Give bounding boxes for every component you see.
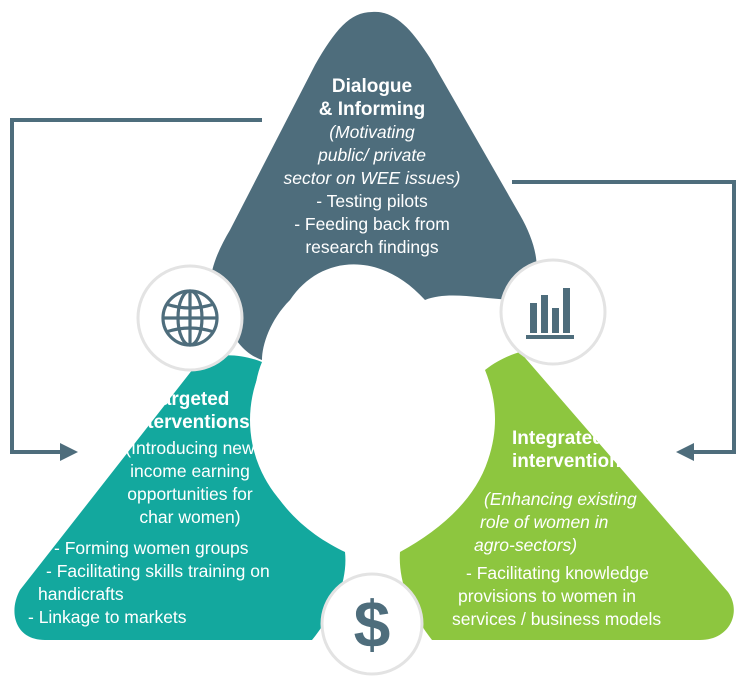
top-text-block: Dialogue & Informing (Motivating public/… <box>250 75 494 259</box>
dollar-icon: $ <box>320 572 424 676</box>
left-bullet-1: - Forming women groups <box>54 538 249 558</box>
left-lobe <box>14 355 346 640</box>
center-circle <box>250 298 494 542</box>
left-connector-arrow <box>10 118 262 461</box>
top-title-line-1: Dialogue <box>331 76 413 97</box>
left-bullets-block: - Forming women groups - Facilitating sk… <box>28 537 298 629</box>
globe-icon <box>136 264 244 372</box>
right-lobe <box>399 352 734 640</box>
right-italic-line-2: role of women in <box>480 512 609 532</box>
left-body-line-2: income earning <box>130 461 250 481</box>
right-bullet-1: - Facilitating knowledge <box>466 563 649 583</box>
left-bullet-2: - Facilitating skills training on <box>46 561 270 581</box>
right-title-line-1: Integrated <box>512 428 604 449</box>
bar-chart-icon <box>499 258 607 366</box>
right-bullet-2: provisions to women in <box>458 586 636 606</box>
right-bullets-block: - Facilitating knowledge provisions to w… <box>452 562 692 631</box>
right-bullet-3: services / business models <box>452 609 662 629</box>
left-title-line-2: interventions <box>130 412 250 433</box>
right-italic-line-1: (Enhancing existing <box>484 489 637 509</box>
left-title-block: Targeted interventions <box>110 388 270 434</box>
top-title-line-2: & Informing <box>318 99 426 120</box>
right-title-block: Integrated interventions <box>512 427 672 473</box>
right-italic-line-3: agro-sectors) <box>474 535 578 555</box>
right-title-line-2: interventions <box>512 451 632 472</box>
left-body-line-3: opportunities for <box>127 484 253 504</box>
top-bullet-2: - Feeding back from <box>294 214 450 234</box>
right-connector-arrow <box>512 180 736 461</box>
left-bullet-4: - Linkage to markets <box>28 607 187 627</box>
svg-text:$: $ <box>354 587 391 661</box>
left-bullet-3: handicrafts <box>38 584 124 604</box>
top-bullet-3: research findings <box>305 237 439 257</box>
top-lobe <box>210 11 537 360</box>
right-italic-block: (Enhancing existing role of women in agr… <box>470 488 670 557</box>
top-italic-line-3: sector on WEE issues) <box>283 168 461 188</box>
left-body-line-4: char women) <box>139 507 241 527</box>
top-bullet-1: - Testing pilots <box>316 191 428 211</box>
left-body-block: (Introducing new income earning opportun… <box>90 437 290 529</box>
top-italic-line-2: public/ private <box>318 145 426 165</box>
top-italic-line-1: (Motivating <box>329 122 415 142</box>
left-body-line-1: (Introducing new <box>125 438 255 458</box>
left-title-line-1: Targeted <box>150 389 230 410</box>
